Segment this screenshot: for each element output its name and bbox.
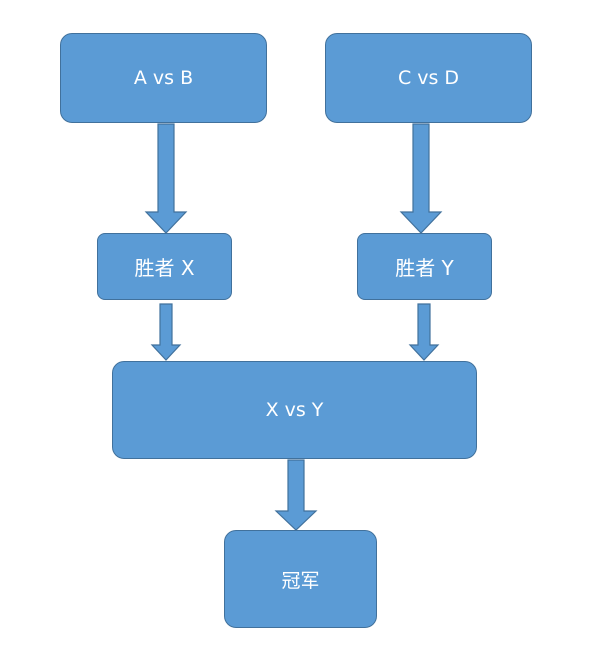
winner-y-label: 胜者 Y: [395, 256, 454, 280]
match-a-vs-b-box: A vs B: [60, 33, 267, 123]
arrow-ab-to-x: [144, 123, 188, 234]
arrow-x-to-final: [150, 303, 182, 361]
match-c-vs-d-label: C vs D: [397, 67, 460, 89]
arrow-final-to-champion: [274, 459, 318, 531]
match-c-vs-d-box: C vs D: [325, 33, 532, 123]
final-x-vs-y-box: X vs Y: [112, 361, 477, 459]
arrow-y-to-final: [408, 303, 440, 361]
winner-y-box: 胜者 Y: [357, 233, 492, 300]
champion-label: 冠军: [281, 569, 320, 592]
match-a-vs-b-label: A vs B: [133, 67, 194, 89]
champion-box: 冠军: [224, 530, 377, 628]
winner-x-label: 胜者 X: [134, 256, 195, 280]
final-x-vs-y-label: X vs Y: [265, 399, 324, 421]
winner-x-box: 胜者 X: [97, 233, 232, 300]
arrow-cd-to-y: [399, 123, 443, 234]
